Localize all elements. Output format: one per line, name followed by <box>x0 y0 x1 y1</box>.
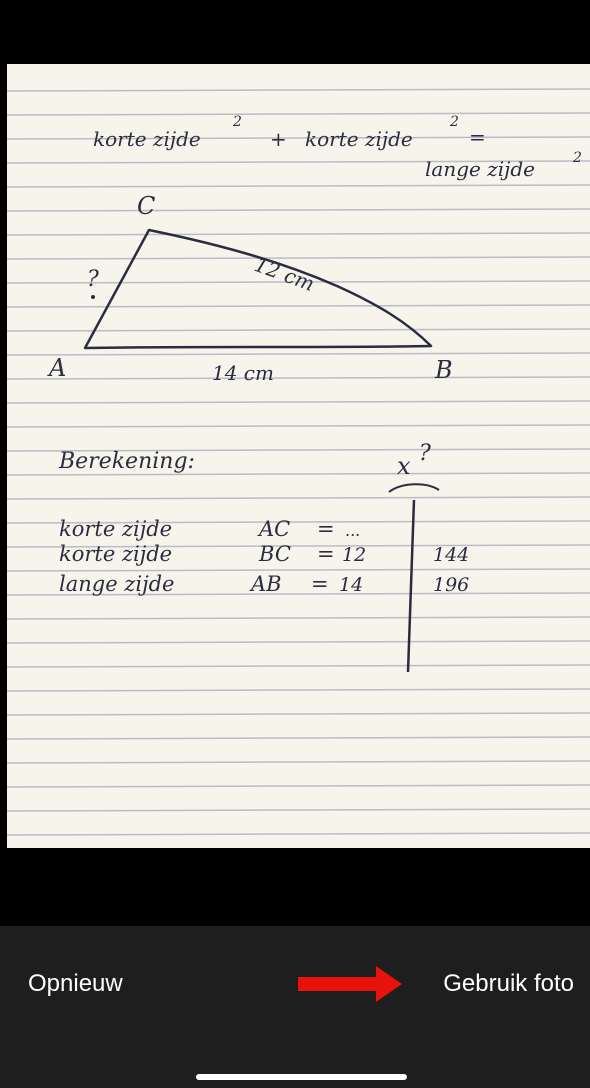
formula-exponent-1: 2 <box>232 114 242 130</box>
formula-term-3: lange zijde <box>425 157 535 181</box>
row-side: AC <box>257 517 290 541</box>
camera-action-bar: Opnieuw Gebruik foto <box>0 926 590 1088</box>
row-label: korte zijde <box>59 517 172 541</box>
notebook-page: korte zijde 2 + korte zijde 2 = lange zi… <box>7 88 590 836</box>
row-label: korte zijde <box>59 542 172 566</box>
formula-term-2: korte zijde <box>305 127 413 151</box>
side-ac-question-dot <box>91 295 95 299</box>
retake-button[interactable]: Opnieuw <box>28 970 123 997</box>
formula-exponent-3: 2 <box>572 150 582 166</box>
row-side: BC <box>258 542 291 566</box>
row-squared: 144 <box>433 544 469 566</box>
formula-plus: + <box>270 127 287 151</box>
row-value: ... <box>345 521 360 540</box>
vertex-b-label: B <box>434 356 453 384</box>
calculation-heading: Berekening: <box>58 449 195 474</box>
vertex-c-label: C <box>137 192 155 220</box>
formula-exponent-2: 2 <box>449 114 459 130</box>
row-label: lange zijde <box>59 572 174 596</box>
x-column-arc <box>388 483 440 493</box>
side-ac-question: ? <box>87 267 99 292</box>
row-value: 14 <box>339 574 363 596</box>
calculation-row: lange zijde AB = 14 196 <box>59 572 469 596</box>
row-value: 12 <box>342 544 366 566</box>
calculation-row: korte zijde BC = 12 144 <box>59 542 469 566</box>
x-column-header: x <box>397 452 411 480</box>
red-arrow-icon <box>298 966 402 1002</box>
calculation-row: korte zijde AC = ... <box>59 517 360 541</box>
formula-term-1: korte zijde <box>93 127 201 151</box>
home-indicator[interactable] <box>196 1074 407 1080</box>
captured-photo: korte zijde 2 + korte zijde 2 = lange zi… <box>7 64 590 848</box>
formula-equals: = <box>469 125 486 149</box>
vertex-a-label: A <box>47 354 66 382</box>
row-squared: 196 <box>433 574 469 596</box>
row-side: AB <box>249 572 282 596</box>
row-equals: = <box>317 517 335 541</box>
ruled-lines <box>7 88 590 836</box>
row-equals: = <box>311 572 329 596</box>
table-divider <box>406 499 416 673</box>
row-equals: = <box>317 542 335 566</box>
x-column-question: ? <box>419 441 431 466</box>
side-ab-label: 14 cm <box>212 361 274 385</box>
triangle-abc <box>83 228 433 350</box>
use-photo-button[interactable]: Gebruik foto <box>443 970 574 997</box>
